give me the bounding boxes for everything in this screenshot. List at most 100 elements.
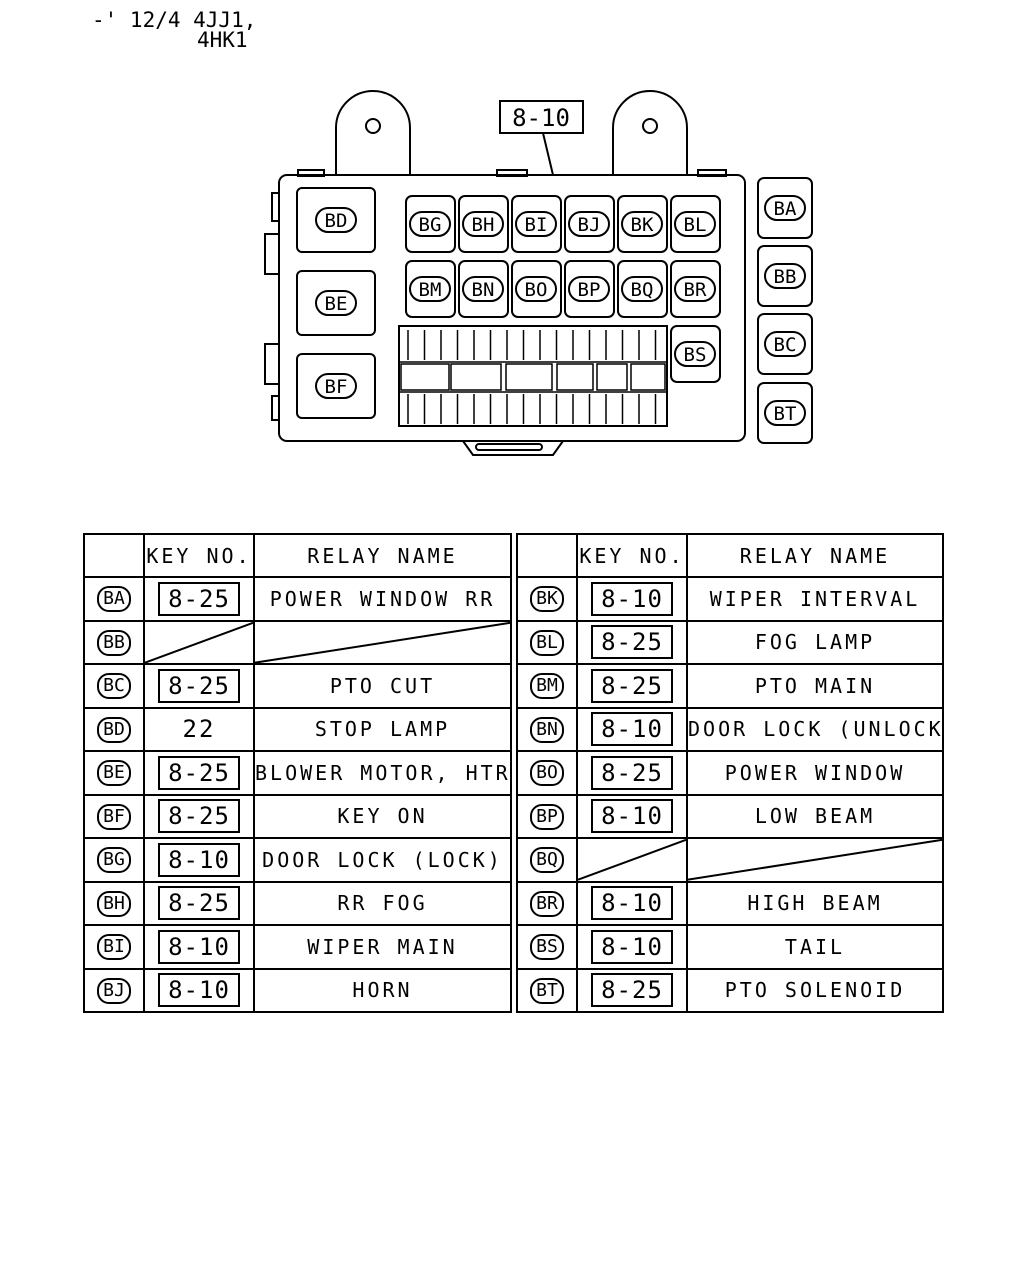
blank-cell (143, 619, 255, 665)
key-no-cell: 8-10 (576, 576, 688, 622)
relay-tag-label: BF (325, 376, 348, 398)
fuse-cell (630, 363, 666, 391)
key-number: 8-25 (591, 668, 673, 703)
relay-tag-label: BC (774, 334, 797, 356)
relay-name-cell: KEY ON (253, 793, 512, 839)
left-mount-hole (365, 118, 381, 134)
header-line-1: -' 12/4 4JJ1, (92, 8, 257, 32)
side-relay-housing (757, 177, 813, 239)
relay-socket (458, 195, 509, 253)
relay-box-diagram: BDBEBFBGBMBHBNBIBOBJBPBKBQBLBRBSBABBBCBT… (264, 90, 813, 456)
relay-id-cell: BM (516, 663, 578, 709)
relay-id-tag: BC (97, 673, 131, 700)
key-number: 8-25 (591, 625, 673, 660)
relay-name-cell: TAIL (686, 924, 944, 970)
key-no-cell: 8-10 (576, 880, 688, 926)
blank-cell (253, 619, 512, 665)
relay-id-tag: BO (530, 760, 564, 787)
relay-id-tag: BE (97, 760, 131, 787)
relay-tag: BS (674, 341, 716, 367)
key-number: 8-10 (158, 973, 240, 1008)
relay-id-cell: BL (516, 619, 578, 665)
relay-tag-label: BD (325, 210, 348, 232)
relay-tag-label: BR (684, 279, 707, 301)
relay-name-cell: STOP LAMP (253, 706, 512, 752)
relay-id-tag: BF (97, 803, 131, 830)
table-row: BO 8-25 POWER WINDOW (516, 750, 944, 796)
relay-socket (511, 260, 562, 318)
relay-tag-label: BT (774, 403, 797, 425)
table-row: BQ (516, 837, 944, 883)
side-connector (264, 233, 280, 275)
relay-tag-label: BS (684, 344, 707, 366)
side-connector (264, 343, 280, 385)
relay-id-cell: BI (83, 924, 145, 970)
bottom-connector-slot (475, 443, 543, 451)
relay-tag-label: BP (578, 279, 601, 301)
relay-housing-bf (296, 353, 376, 419)
relay-tag-label: BA (774, 198, 797, 220)
relay-id-tag: BR (530, 890, 564, 917)
key-no-cell: 8-10 (143, 967, 255, 1013)
key-no-cell: 22 (143, 706, 255, 752)
relay-id-tag: BQ (530, 847, 564, 874)
relay-tag: BO (515, 276, 557, 302)
relay-tag-label: BE (325, 293, 348, 315)
relay-tag: BC (764, 331, 806, 357)
key-no-header: KEY NO. (576, 533, 688, 578)
relay-socket (511, 195, 562, 253)
relay-name-cell: POWER WINDOW (686, 750, 944, 796)
relay-tag-label: BJ (578, 214, 601, 236)
key-number: 8-25 (591, 973, 673, 1008)
key-number: 8-10 (158, 842, 240, 877)
relay-socket (670, 260, 721, 318)
relay-tag: BE (315, 290, 357, 316)
relay-id-cell: BC (83, 663, 145, 709)
relay-id-cell: BN (516, 706, 578, 752)
key-number: 8-10 (591, 886, 673, 921)
relay-name-cell: BLOWER MOTOR, HTR (253, 750, 512, 796)
left-mounting-ear (335, 90, 411, 175)
relay-id-cell: BD (83, 706, 145, 752)
key-number: 8-10 (158, 929, 240, 964)
relay-id-tag: BP (530, 803, 564, 830)
relay-id-tag: BA (97, 586, 131, 613)
key-no-cell: 8-10 (576, 924, 688, 970)
blank-cell (686, 837, 944, 883)
relay-name-cell: PTO MAIN (686, 663, 944, 709)
key-number: 8-25 (591, 755, 673, 790)
relay-id-cell: BF (83, 793, 145, 839)
relay-tag-label: BM (419, 279, 442, 301)
relay-socket (670, 195, 721, 253)
relay-box-outline (278, 174, 746, 442)
relay-id-cell: BQ (516, 837, 578, 883)
side-connector (271, 395, 280, 421)
relay-id-tag: BG (97, 847, 131, 874)
table-corner (83, 533, 145, 578)
table-row: BP 8-10 LOW BEAM (516, 793, 944, 839)
relay-socket (405, 260, 456, 318)
relay-id-cell: BR (516, 880, 578, 926)
relay-name-cell: LOW BEAM (686, 793, 944, 839)
key-no-cell: 8-25 (143, 750, 255, 796)
relay-id-cell: BB (83, 619, 145, 665)
fuse-block (398, 325, 668, 427)
relay-tag-label: BK (631, 214, 654, 236)
relay-id-tag: BD (97, 716, 131, 743)
key-no-cell: 8-10 (143, 924, 255, 970)
key-number: 8-10 (591, 799, 673, 834)
side-relay-housing (757, 313, 813, 375)
table-row: BD 22 STOP LAMP (83, 706, 512, 752)
right-mount-hole (642, 118, 658, 134)
key-number: 8-10 (591, 712, 673, 747)
key-number: 22 (182, 715, 216, 744)
relay-id-tag: BI (97, 934, 131, 961)
